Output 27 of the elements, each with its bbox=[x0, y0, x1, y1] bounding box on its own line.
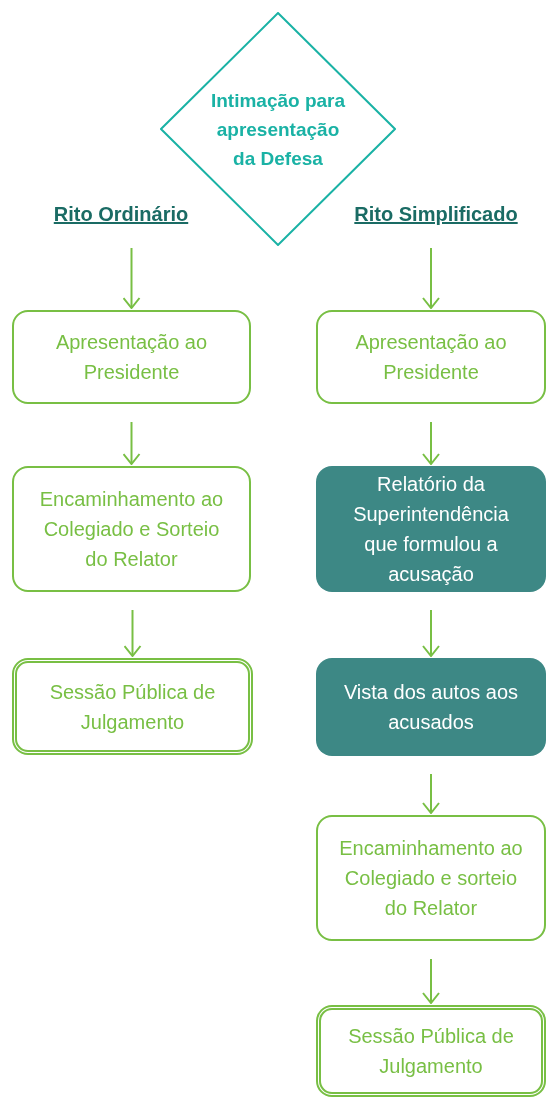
arrow bbox=[123, 609, 142, 657]
arrow bbox=[122, 421, 141, 465]
box-text: Apresentação ao Presidente bbox=[54, 330, 209, 385]
branch-heading: Rito Ordinário bbox=[53, 202, 189, 227]
process-box bbox=[316, 815, 546, 941]
process-box bbox=[316, 310, 546, 404]
arrow bbox=[422, 247, 440, 309]
arrow bbox=[422, 773, 440, 814]
arrow bbox=[422, 609, 440, 657]
box-text: Relatório da Superintendência que formulou a acusação bbox=[352, 472, 510, 587]
terminal-box bbox=[12, 658, 253, 755]
box-text: Sessão Pública de Julgamento bbox=[347, 1024, 515, 1079]
process-box bbox=[316, 658, 546, 756]
terminal-box bbox=[316, 1005, 546, 1097]
branch-heading: Rito Simplificado bbox=[354, 202, 518, 227]
box-text: Apresentação ao Presidente bbox=[354, 330, 508, 385]
process-box bbox=[316, 466, 546, 592]
diamond-text: Intimação para apresentação da Defesa bbox=[209, 88, 347, 171]
box-text: Encaminhamento ao Colegiado e Sorteio do Relator bbox=[39, 487, 224, 572]
arrow bbox=[422, 421, 440, 465]
process-box bbox=[12, 466, 251, 592]
process-box bbox=[12, 310, 251, 404]
arrow bbox=[422, 958, 440, 1004]
arrow bbox=[122, 247, 141, 309]
box-text: Sessão Pública de Julgamento bbox=[48, 679, 217, 735]
box-text: Vista dos autos aos acusados bbox=[342, 680, 520, 735]
box-text: Encaminhamento ao Colegiado e sorteio do Relator bbox=[338, 836, 524, 921]
